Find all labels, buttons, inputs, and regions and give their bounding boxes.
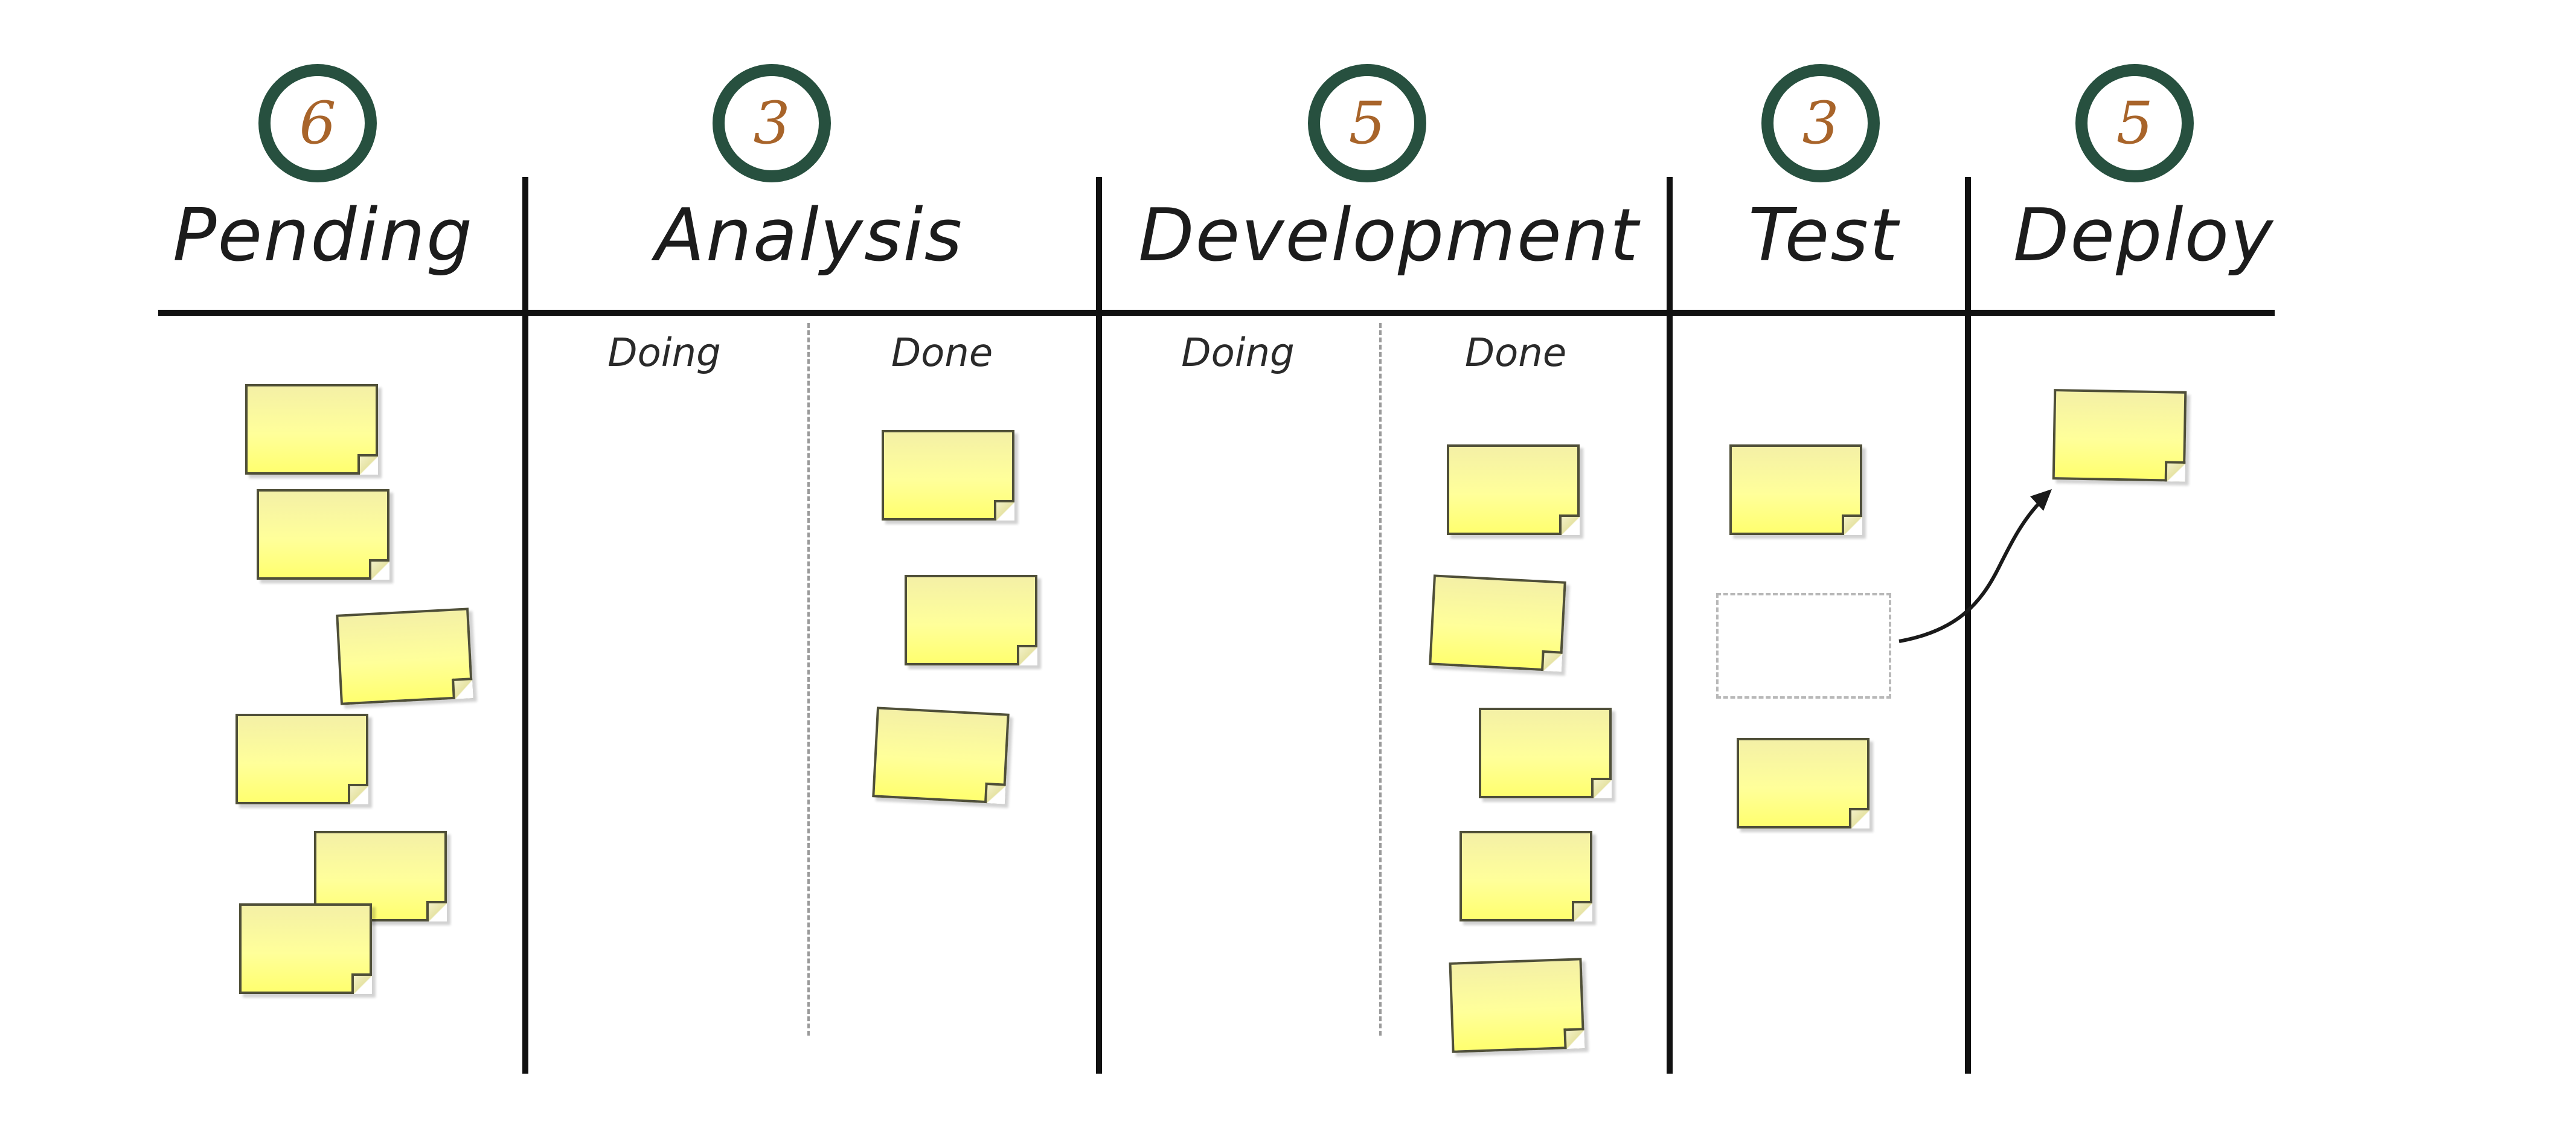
column-title-analysis: Analysis: [655, 193, 964, 278]
column-divider: [1667, 177, 1673, 1074]
sticky-note[interactable]: [239, 903, 372, 994]
sticky-note[interactable]: [905, 575, 1037, 665]
wip-limit-analysis-value: 3: [753, 89, 790, 157]
subcolumn-divider: [807, 323, 810, 1036]
move-arrow-icon: [1898, 489, 2052, 643]
wip-limit-development: 5: [1308, 64, 1426, 182]
sticky-note[interactable]: [257, 489, 389, 580]
wip-limit-deploy: 5: [2075, 64, 2194, 182]
sticky-note[interactable]: [235, 714, 368, 804]
sticky-note[interactable]: [882, 430, 1014, 521]
column-divider: [1965, 177, 1971, 1074]
column-title-pending: Pending: [173, 193, 473, 278]
column-title-development: Development: [1138, 193, 1639, 278]
wip-limit-analysis: 3: [713, 64, 831, 182]
subcolumn-title-development-done: Done: [1464, 331, 1567, 376]
subcolumn-divider: [1379, 323, 1382, 1036]
column-title-test: Test: [1748, 193, 1899, 278]
sticky-note[interactable]: [245, 384, 378, 475]
sticky-note[interactable]: [1479, 708, 1612, 798]
empty-card-slot: [1716, 593, 1891, 699]
subcolumn-title-analysis-done: Done: [891, 331, 993, 376]
wip-limit-test-value: 3: [1802, 89, 1839, 157]
wip-limit-pending-value: 6: [299, 89, 336, 157]
sticky-note[interactable]: [872, 707, 1010, 804]
sticky-note[interactable]: [1459, 831, 1592, 921]
sticky-note[interactable]: [1729, 444, 1862, 535]
header-divider: [158, 310, 2275, 316]
wip-limit-development-value: 5: [1348, 89, 1386, 157]
column-divider: [522, 177, 528, 1074]
sticky-note[interactable]: [1429, 574, 1566, 672]
sticky-note[interactable]: [2052, 389, 2187, 482]
sticky-note[interactable]: [1737, 738, 1870, 828]
subcolumn-title-development-doing: Doing: [1181, 331, 1295, 376]
sticky-note[interactable]: [1449, 958, 1585, 1053]
column-title-deploy: Deploy: [2013, 193, 2275, 278]
wip-limit-test: 3: [1761, 64, 1880, 182]
sticky-note[interactable]: [1447, 444, 1580, 535]
wip-limit-deploy-value: 5: [2116, 89, 2153, 157]
wip-limit-pending: 6: [258, 64, 377, 182]
sticky-note[interactable]: [336, 607, 473, 705]
subcolumn-title-analysis-doing: Doing: [607, 331, 721, 376]
column-divider: [1096, 177, 1102, 1074]
